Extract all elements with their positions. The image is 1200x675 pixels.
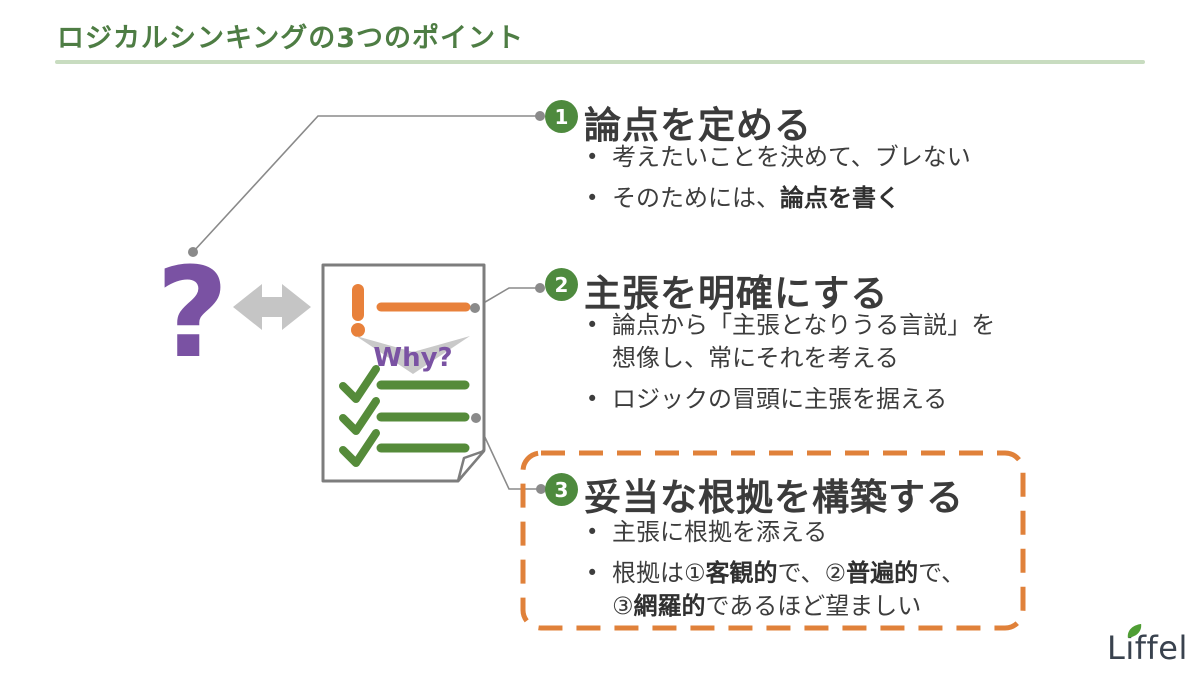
point-3-heading: 妥当な根拠を構築する	[584, 476, 964, 519]
title-underline	[55, 60, 1145, 64]
text-segment: で、②	[777, 559, 847, 587]
text-segment: 想像し、常にそれを考える	[612, 344, 899, 372]
connector-line-2	[474, 287, 540, 309]
question-mark: ?	[156, 241, 229, 386]
point-1-bullets: • 考えたいことを決めて、ブレない • そのためには、論点を書く	[586, 141, 971, 223]
text-segment-bold: 客観的	[705, 559, 778, 587]
text-segment-bold: 論点を書く	[780, 184, 900, 212]
exclamation-dot	[351, 323, 365, 337]
bullet-item: • 主張に根拠を添える	[586, 516, 965, 549]
text-segment: 論点から「主張となりうる言説」を	[612, 311, 996, 339]
point-2-number-badge: 2	[545, 268, 578, 301]
point-3-bullets: • 主張に根拠を添える • 根拠は①客観的で、②普遍的で、 ③網羅的であるほど望…	[586, 516, 965, 631]
connector-dot	[471, 413, 481, 423]
text-segment: であるほど望ましい	[705, 592, 922, 620]
text-segment: 根拠は①客観的で、②普遍的で、	[612, 557, 965, 590]
connector-dot	[470, 303, 480, 313]
bullet-dot: •	[586, 387, 599, 411]
point-2-heading: 主張を明確にする	[584, 272, 889, 315]
bullet-item: • 論点から「主張となりうる言説」を 想像し、常にそれを考える	[586, 309, 995, 375]
bullet-text: ロジックの冒頭に主張を据える	[612, 385, 948, 413]
bullet-item: • 考えたいことを決めて、ブレない	[586, 141, 971, 174]
text-segment-bold: 網羅的	[633, 592, 706, 620]
text-segment: そのためには、	[612, 184, 780, 212]
bullet-text: そのためには、論点を書く	[612, 182, 900, 215]
check-icon-3	[339, 429, 380, 467]
bullet-item: • 根拠は①客観的で、②普遍的で、 ③網羅的であるほど望ましい	[586, 557, 965, 623]
check-icon-2	[339, 397, 380, 435]
bullet-dot: •	[586, 145, 599, 169]
connector-dot	[535, 111, 545, 121]
leaf-icon	[1127, 624, 1142, 638]
bullet-text: 根拠は①客観的で、②普遍的で、 ③網羅的であるほど望ましい	[612, 557, 965, 623]
bullet-item: • ロジックの冒頭に主張を据える	[586, 383, 995, 416]
liffel-logo: Liffel	[1107, 624, 1188, 667]
bullet-text: 主張に根拠を添える	[612, 518, 828, 546]
point-2-bullets: • 論点から「主張となりうる言説」を 想像し、常にそれを考える • ロジックの冒…	[586, 309, 995, 424]
text-segment: ③網羅的であるほど望ましい	[612, 590, 965, 623]
connector-line-3	[475, 417, 541, 490]
connector-dot	[188, 247, 198, 257]
bullet-text: 考えたいことを決めて、ブレない	[612, 143, 971, 171]
exclamation-icon	[352, 284, 364, 321]
bullet-dot: •	[586, 313, 599, 337]
bullet-dot: •	[586, 186, 599, 210]
point-1-heading: 論点を定める	[584, 104, 812, 147]
bullet-dot: •	[586, 561, 599, 585]
why-chevron	[356, 336, 470, 374]
double-arrow-icon	[233, 284, 311, 330]
bullet-item: • そのためには、論点を書く	[586, 182, 971, 215]
point-3-number-badge: 3	[545, 473, 578, 506]
check-icon-1	[339, 365, 380, 403]
connector-line-1	[192, 115, 540, 253]
text-segment: 根拠は①	[612, 559, 706, 587]
page-title: ロジカルシンキングの3つのポイント	[57, 23, 524, 54]
document-fold-corner	[456, 449, 486, 483]
text-segment: で、	[918, 559, 966, 587]
why-label: Why?	[373, 343, 452, 373]
text-segment-bold: 普遍的	[846, 559, 919, 587]
text-segment: ③	[612, 592, 634, 620]
bullet-text: 論点から「主張となりうる言説」を 想像し、常にそれを考える	[612, 309, 995, 375]
connector-dot	[535, 283, 545, 293]
logo-text: Liffel	[1107, 629, 1188, 667]
document-sheet	[321, 263, 486, 483]
bullet-dot: •	[586, 520, 599, 544]
point-1-number-badge: 1	[545, 100, 578, 133]
